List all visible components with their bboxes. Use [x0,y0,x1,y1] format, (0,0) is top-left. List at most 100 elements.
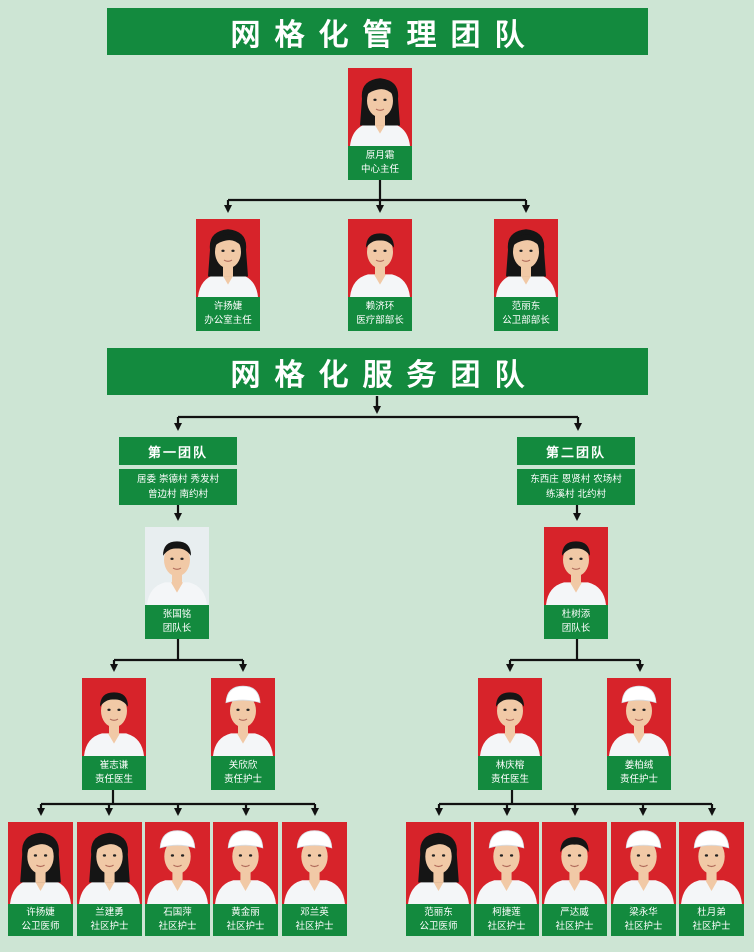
person-name: 范丽东 [424,907,453,918]
portrait-icon [82,678,146,756]
person-role: 公卫医师 [419,921,458,932]
portrait-icon [145,527,209,605]
team2-doctor-label: 林庆榕责任医生 [478,756,542,790]
team2-member-2-label: 柯捷莲社区护士 [474,904,539,936]
person-role: 中心主任 [360,164,399,175]
person-name: 杜月弟 [697,907,726,918]
team1-member-3-photo [145,822,210,904]
person-name: 关欣欣 [228,760,258,771]
person-role: 责任医生 [490,774,529,785]
head-public-health-label: 范丽东公卫部部长 [494,297,558,331]
team2-member-1-label: 范丽东公卫医师 [406,904,471,936]
team2-doctor-photo [478,678,542,756]
person-role: 团队长 [162,623,192,634]
team1-member-2-photo [77,822,142,904]
head-medical-label: 赖济环医疗部部长 [348,297,412,331]
team2-member-3-label: 严达威社区护士 [542,904,607,936]
team1-member-2-label: 兰建勇社区护士 [77,904,142,936]
person-name: 石国萍 [163,907,192,918]
person-name: 柯捷莲 [492,907,521,918]
team2-member-5-photo [679,822,744,904]
team1-nurse-photo [211,678,275,756]
team1-member-1-label: 许扬婕公卫医师 [8,904,73,936]
team2-member-1-photo [406,822,471,904]
portrait-icon [494,219,558,297]
person-name: 范丽东 [511,301,541,312]
person-name: 张国铭 [162,609,192,620]
portrait-icon [478,678,542,756]
person-role: 社区护士 [295,921,334,932]
team2-member-2-photo [474,822,539,904]
person-role: 办公室主任 [204,315,252,326]
head-medical-photo [348,219,412,297]
person-role: 社区护士 [487,921,526,932]
portrait-icon [611,822,676,904]
person-role: 社区护士 [692,921,731,932]
person-role: 团队长 [561,623,591,634]
person-name: 崔志谦 [99,760,129,771]
person-name: 林庆榕 [495,760,525,771]
portrait-icon [474,822,539,904]
portrait-icon [607,678,671,756]
service-team-title: 网格化服务团队 [107,348,648,395]
team2-villages-line1: 东西庄 恩贤村 农场村 [530,474,622,485]
portrait-icon [542,822,607,904]
team2-member-4-label: 梁永华社区护士 [611,904,676,936]
person-role: 社区护士 [158,921,197,932]
team1-member-3-label: 石国萍社区护士 [145,904,210,936]
person-name: 许扬婕 [26,907,55,918]
person-name: 梁永华 [629,907,658,918]
person-name: 兰建勇 [95,907,124,918]
portrait-icon [211,678,275,756]
person-name: 原月霜 [365,150,395,161]
team2-villages: 东西庄 恩贤村 农场村 练溪村 北约村 [517,469,635,505]
person-name: 邓兰英 [300,907,329,918]
person-role: 社区护士 [90,921,129,932]
person-name: 严达威 [560,907,589,918]
portrait-icon [282,822,347,904]
team1-member-5-label: 邓兰英社区护士 [282,904,347,936]
person-role: 责任护士 [223,774,262,785]
person-role: 社区护士 [624,921,663,932]
person-role: 医疗部部长 [356,315,404,326]
portrait-icon [213,822,278,904]
team1-doctor-photo [82,678,146,756]
team1-member-1-photo [8,822,73,904]
team2-member-4-photo [611,822,676,904]
team1-nurse-label: 关欣欣责任护士 [211,756,275,790]
team1-leader-label: 张国铭团队长 [145,605,209,639]
portrait-icon [348,219,412,297]
team1-title: 第一团队 [119,437,237,465]
team1-leader-photo [145,527,209,605]
portrait-icon [196,219,260,297]
team1-villages-line1: 居委 崇德村 秀发村 [136,474,220,485]
team2-villages-line2: 练溪村 北约村 [545,489,607,500]
team1-doctor-label: 崔志谦责任医生 [82,756,146,790]
team1-member-5-photo [282,822,347,904]
team1-villages-line2: 曾边村 南约村 [147,489,209,500]
head-office-label: 许扬婕办公室主任 [196,297,260,331]
head-office-photo [196,219,260,297]
team1-member-4-photo [213,822,278,904]
team2-leader-photo [544,527,608,605]
team2-title: 第二团队 [517,437,635,465]
person-name: 姜柏绒 [624,760,654,771]
team2-nurse-label: 姜柏绒责任护士 [607,756,671,790]
head-public-health-photo [494,219,558,297]
management-team-title: 网格化管理团队 [107,8,648,55]
team2-leader-label: 杜树添团队长 [544,605,608,639]
portrait-icon [406,822,471,904]
director-photo [348,68,412,146]
person-role: 公卫医师 [21,921,60,932]
portrait-icon [544,527,608,605]
person-role: 责任护士 [619,774,658,785]
portrait-icon [348,68,412,146]
person-role: 社区护士 [226,921,265,932]
person-name: 黄金丽 [231,907,260,918]
portrait-icon [8,822,73,904]
person-role: 社区护士 [555,921,594,932]
person-name: 赖济环 [365,301,395,312]
person-role: 公卫部部长 [502,315,550,326]
portrait-icon [77,822,142,904]
